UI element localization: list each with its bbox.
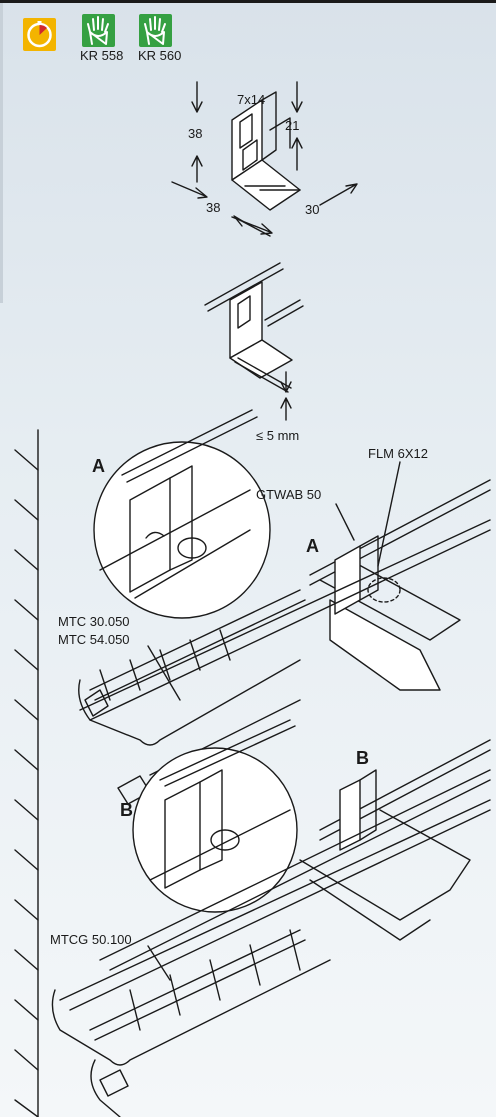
label-tray1-b: MTC 54.050 [58,632,130,647]
callout-b-detail: B [120,800,133,820]
label-bolt: FLM 6X12 [368,446,428,461]
dim-height: 38 [188,126,203,141]
bracket-wire-view [204,262,304,421]
wall-hatch-a [14,429,39,1117]
callout-a-main: A [306,536,319,556]
tray-assembly-a [78,479,491,805]
callout-a-detail: A [92,456,105,476]
top-divider [0,0,496,3]
dim-wire-max: ≤ 5 mm [256,428,300,443]
bracket-dimension-view [171,81,358,237]
detail-circle-b [132,719,298,913]
label-tray1-a: MTC 30.050 [58,614,130,629]
callout-b-main: B [356,748,369,768]
stopwatch-icon [23,18,56,51]
label-bracket: GTWAB 50 [256,487,322,502]
label-tray2: MTCG 50.100 [50,932,132,947]
dim-slot: 7x14 [237,92,266,107]
hand-icon [139,14,172,47]
tray-assembly-b [51,739,491,1117]
tool-label-kr558: KR 558 [80,48,124,63]
dim-depth: 30 [305,202,320,217]
tool-label-kr560: KR 560 [138,48,182,63]
left-margin-bar [0,3,3,303]
dim-width: 38 [206,200,221,215]
detail-circle-a [93,409,271,619]
dim-top-gap: 21 [285,118,300,133]
hand-icon [82,14,115,47]
leader-lines [147,461,401,981]
